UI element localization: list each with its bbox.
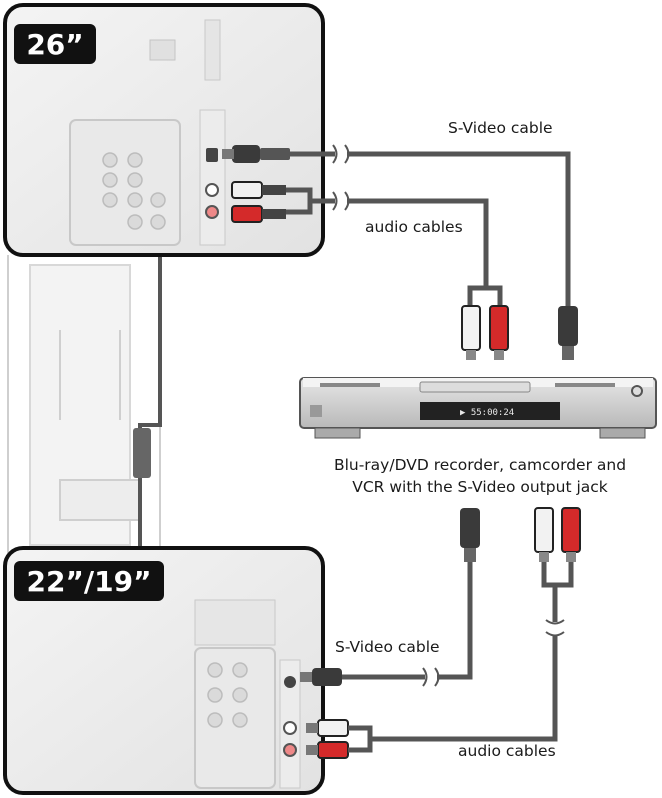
bottom-audio-cables-label: audio cables [458,742,556,760]
tv-background-sketch [7,255,161,561]
top-svideo-cable-label: S-Video cable [448,119,553,137]
device-top-plugs [461,305,578,360]
stand-cable [133,255,162,560]
top-svideo-cable [290,144,571,306]
top-model-badge: 26” [26,28,83,61]
device-caption-line1: Blu-ray/DVD recorder, camcorder and [334,456,626,474]
top-audio-plugs [231,181,286,223]
top-audio-cables-label: audio cables [365,218,463,236]
top-audio-cables [286,187,503,306]
bottom-svideo-cable-label: S-Video cable [335,638,440,656]
device-caption-line2: VCR with the S-Video output jack [352,478,608,496]
bottom-svideo-plug [300,668,342,686]
top-svideo-plug [222,145,290,163]
recorder-device: ▶ 55:00:24 [299,377,657,439]
bottom-svideo-cable [342,562,473,687]
bottom-audio-plugs [306,719,349,759]
bottom-audio-cables [348,562,574,753]
bottom-tv-panel: 22”/19” [3,546,325,795]
bottom-model-badge: 22”/19” [27,565,152,598]
device-display: ▶ 55:00:24 [460,408,514,418]
device-bottom-plugs [460,507,581,562]
